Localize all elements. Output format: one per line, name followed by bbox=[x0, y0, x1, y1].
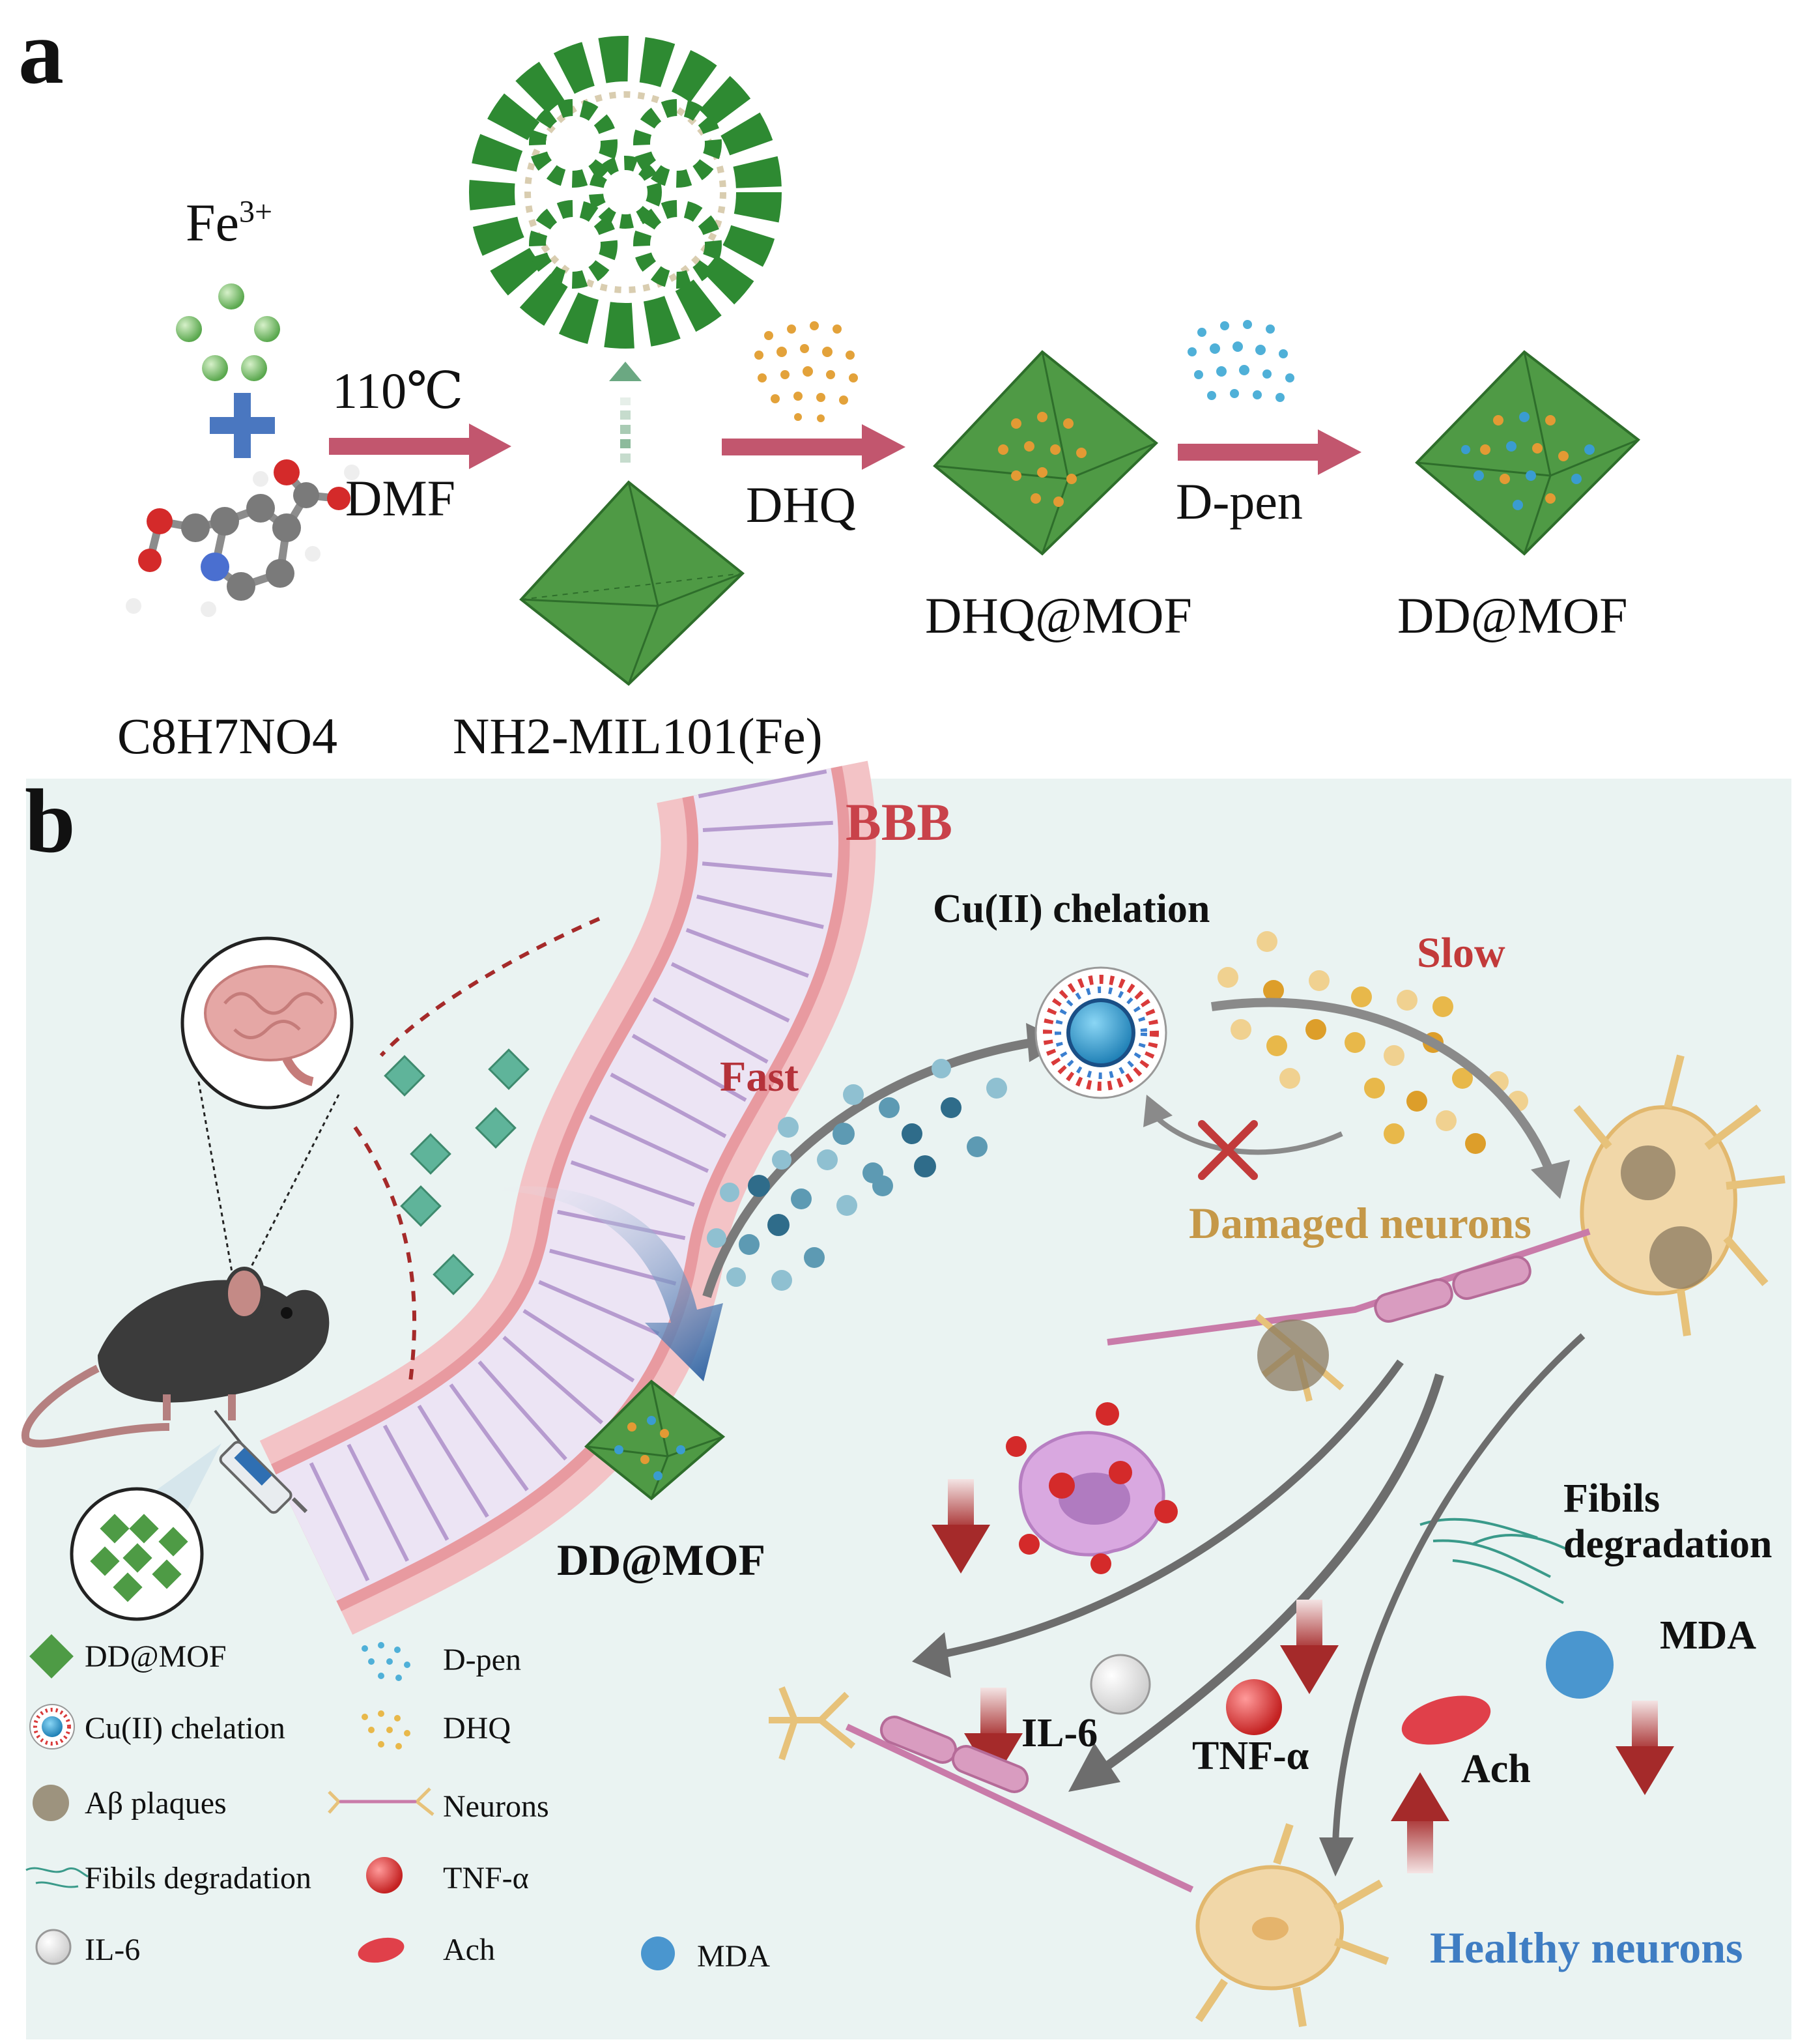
slow-release-arrow bbox=[1210, 998, 1555, 1175]
ligand-label: C8H7NO4 bbox=[117, 708, 338, 764]
legend-abeta: Aβ plaques bbox=[85, 1786, 227, 1821]
product2-label: DHQ@MOF bbox=[925, 587, 1192, 644]
damaged-neurons-label: Damaged neurons bbox=[1189, 1198, 1531, 1248]
legend-dpen: D-pen bbox=[443, 1643, 521, 1677]
fast-release-arrow bbox=[702, 1038, 1034, 1299]
heal-arrow-3 bbox=[1332, 1333, 1586, 1845]
fibrils-label-line2: degradation bbox=[1563, 1522, 1773, 1566]
dd-mof-octahedron bbox=[1415, 350, 1641, 556]
il6-label: IL-6 bbox=[1021, 1711, 1098, 1755]
mof-diamonds-outside bbox=[384, 1048, 530, 1295]
mof-particles-circle bbox=[70, 1487, 204, 1621]
legend-neurons: Neurons bbox=[443, 1789, 549, 1824]
bbb-vessel bbox=[259, 760, 876, 1635]
step1-temperature: 110℃ bbox=[332, 362, 464, 419]
panel-a-graphics bbox=[126, 36, 1641, 686]
blocked-return-arrow bbox=[1151, 1112, 1343, 1155]
heal-arrow-1 bbox=[937, 1359, 1404, 1659]
mda-label: MDA bbox=[1660, 1613, 1757, 1658]
brain-zoom-icon bbox=[180, 936, 354, 1288]
dhq-mof-octahedron bbox=[933, 350, 1159, 556]
product3-label: DD@MOF bbox=[1397, 587, 1628, 644]
step3-label: D-pen bbox=[1176, 473, 1303, 530]
chelation-complex-icon bbox=[1034, 966, 1167, 1099]
panel-a-letter: a bbox=[18, 2, 64, 103]
healthy-neurons-label: Healthy neurons bbox=[1430, 1923, 1743, 1972]
legend-tnf: TNF-α bbox=[443, 1861, 529, 1895]
legend-fibrils: Fibils degradation bbox=[85, 1861, 311, 1895]
fe-ion-label: Fe3+ bbox=[186, 192, 272, 253]
decrease-arrow-tnf bbox=[1280, 1600, 1339, 1694]
legend-ach: Ach bbox=[443, 1933, 495, 1967]
increase-arrow-ach bbox=[1391, 1772, 1449, 1873]
mof-octahedron bbox=[519, 480, 745, 686]
fe-ion-balls bbox=[176, 283, 280, 381]
ach-label: Ach bbox=[1461, 1747, 1531, 1791]
fibrils-icon bbox=[1419, 1518, 1571, 1604]
heal-arrowhead-1 bbox=[912, 1632, 951, 1678]
damaged-neuron-icon bbox=[1107, 1054, 1786, 1402]
product1-label: NH2-MIL101(Fe) bbox=[453, 708, 823, 764]
dashed-up-arrow bbox=[609, 362, 642, 463]
legend-chelation: Cu(II) chelation bbox=[85, 1711, 285, 1746]
arrow-step2 bbox=[722, 424, 905, 470]
plus-icon bbox=[210, 393, 275, 458]
tnf-sphere bbox=[1226, 1679, 1282, 1735]
decrease-arrow-ros bbox=[932, 1479, 990, 1574]
ros-cell-icon bbox=[1006, 1402, 1178, 1574]
dd-mof-particle bbox=[584, 1379, 726, 1501]
il6-sphere bbox=[1090, 1654, 1151, 1715]
slow-label: Slow bbox=[1417, 929, 1505, 977]
dashed-boundary-arc-1 bbox=[379, 917, 601, 1058]
legend-mda: MDA bbox=[697, 1939, 771, 1974]
panel-a: a Fe3+ C8H7NO4 110℃ DMF NH2-MIL101(Fe) D… bbox=[0, 0, 1809, 779]
fe-ion-base: Fe bbox=[186, 193, 239, 252]
fibrils-label-line1: Fibils bbox=[1563, 1476, 1660, 1521]
step2-label: DHQ bbox=[746, 476, 856, 533]
arrow-step3 bbox=[1178, 429, 1361, 475]
legend-dd-mof: DD@MOF bbox=[85, 1639, 227, 1674]
arrow-step1 bbox=[329, 424, 511, 469]
dpen-dots-icon bbox=[1188, 320, 1294, 402]
decrease-arrow-mda bbox=[1616, 1701, 1674, 1795]
bbb-label: BBB bbox=[846, 792, 953, 852]
legend-dhq: DHQ bbox=[443, 1711, 511, 1746]
dhq-dots-icon bbox=[754, 321, 858, 422]
blocked-x-icon bbox=[1198, 1120, 1258, 1180]
step1-solvent: DMF bbox=[345, 470, 456, 526]
heal-arrowhead-3 bbox=[1319, 1837, 1354, 1877]
dpen-release-dots bbox=[707, 1059, 1007, 1291]
mouse-icon bbox=[21, 1267, 330, 1448]
dd-mof-label: DD@MOF bbox=[557, 1535, 766, 1585]
chelation-label: Cu(II) chelation bbox=[933, 887, 1210, 931]
tnf-label: TNF-α bbox=[1192, 1734, 1309, 1778]
blocked-return-arrowhead bbox=[1143, 1095, 1173, 1127]
fast-label: Fast bbox=[720, 1053, 799, 1101]
mda-circle bbox=[1546, 1631, 1614, 1699]
dashed-boundary-arc-2 bbox=[353, 1126, 417, 1382]
ligand-molecule-icon bbox=[126, 459, 360, 617]
legend-il6: IL-6 bbox=[85, 1933, 141, 1967]
fe-ion-charge: 3+ bbox=[239, 194, 273, 229]
slow-release-arrowhead bbox=[1531, 1160, 1570, 1199]
healthy-neuron-icon bbox=[769, 1686, 1389, 2027]
legend-icons bbox=[25, 1634, 675, 1970]
mof-crystal-structure-icon bbox=[469, 36, 782, 349]
heal-arrowhead-2 bbox=[1068, 1743, 1120, 1792]
panel-b-letter: b bbox=[25, 771, 76, 872]
bbb-crossing-arrow bbox=[456, 1186, 723, 1381]
ach-ellipse bbox=[1401, 1695, 1491, 1745]
